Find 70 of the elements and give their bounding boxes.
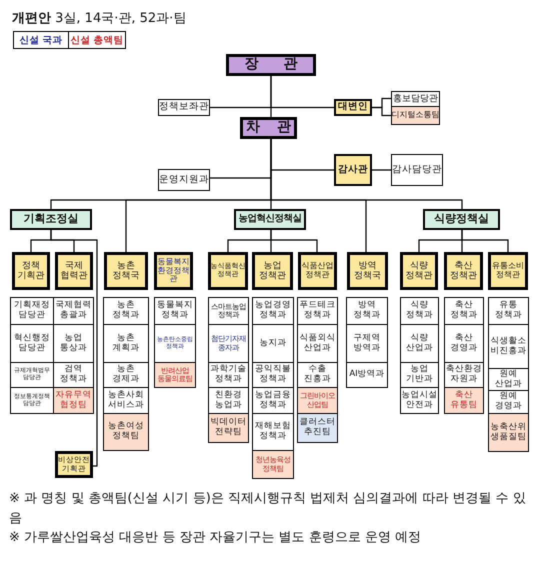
office-box: 식량정책실: [423, 209, 500, 230]
division-cell: 식량산업과: [400, 324, 439, 363]
division-cell: 농업시설안전과: [400, 387, 439, 414]
staff-box: 정책보좌관: [158, 99, 210, 116]
bureau-box: 방역정책국: [347, 252, 388, 290]
connector-line: [372, 169, 391, 171]
connector-line: [50, 230, 98, 467]
executive-box: 장 관: [226, 54, 316, 76]
bureau-box: 농업정책관: [252, 252, 293, 290]
team-cell: 클러스터추진팀: [297, 413, 338, 443]
staff-box: 홍보담당관: [391, 91, 440, 107]
division-cell: AI방역과: [346, 362, 388, 388]
staff-box: 감사담당관: [391, 154, 443, 186]
division-cell: 농촌계획과: [103, 324, 149, 363]
staff-box: 감사관: [334, 154, 372, 186]
division-cell: 식생활소비진흥과: [488, 324, 529, 369]
connector-line: [372, 106, 391, 116]
division-cell: 농업경영정책과: [252, 297, 294, 325]
bureau-box: 농촌정책국: [104, 252, 148, 290]
division-cell: 국제협력총괄과: [53, 297, 94, 325]
team-cell: 빅데이터전략팀: [208, 413, 249, 443]
legend-entry: 신설 국과: [13, 31, 69, 49]
division-cell: 식품외식산업과: [297, 324, 338, 363]
division-cell: 농촌정책과: [103, 297, 149, 325]
office-box: 기획조정실: [10, 209, 92, 230]
division-cell: 공익직불정책과: [252, 362, 294, 388]
connector-line: [270, 139, 463, 209]
division-cell: 농촌사회서비스과: [103, 387, 149, 414]
footnote: ※ 과 명칭 및 총액팀(신설 시기 등)은 직제시행규칙 법제처 심의결과에 따라 변경될 수 있음: [9, 490, 527, 528]
title: 개편안 3실, 14국·관, 52과·팀: [12, 10, 186, 27]
staff-box: 대변인: [334, 99, 372, 116]
bureau-box: 식품산업정책관: [298, 252, 337, 290]
bureau-box: 축산정책관: [444, 252, 483, 290]
connector-line: [270, 76, 334, 108]
bureau-box: 동물복지환경정책관: [154, 252, 193, 290]
office-box: 농업혁신정책실: [234, 209, 306, 230]
team-cell: 농축산위생품질팀: [488, 413, 529, 452]
division-cell: 구제역방역과: [346, 324, 388, 363]
division-cell: 축산환경자원과: [444, 362, 484, 388]
bureau-box: 유통소비정책관: [488, 252, 528, 290]
division-cell: 유통정책과: [488, 297, 529, 325]
bureau-box: 국제협력관: [55, 252, 93, 290]
division-cell: 푸드테크정책과: [297, 297, 338, 325]
division-cell: 농지과: [252, 324, 294, 363]
division-cell: 농업기반과: [400, 362, 439, 388]
division-cell: 과학기술정책과: [208, 362, 249, 388]
division-cell: 농촌경제과: [103, 362, 149, 388]
footnote: ※ 가루쌀산업육성 대응반 등 장관 자율기구는 별도 훈령으로 운영 예정: [9, 529, 422, 547]
division-cell: 방역정책과: [346, 297, 388, 325]
bureau-box: 정책기획관: [12, 252, 50, 290]
legend-entry: 신설 총액팀: [68, 31, 126, 49]
division-cell: 친환경농업과: [208, 387, 249, 414]
bureau-box: 식량정책관: [400, 252, 438, 290]
division-cell: 축산정책과: [444, 297, 484, 325]
division-cell: 농업금융정책과: [252, 387, 294, 414]
division-cell: 기획재정담당관: [10, 297, 54, 325]
team-cell: 자유무역협정팀: [53, 387, 94, 414]
division-cell: 축산경영과: [444, 324, 484, 363]
division-cell: 수출진흥과: [297, 362, 338, 388]
division-cell: 재해보험정책과: [252, 413, 294, 451]
division-cell: 동물복지정책과: [154, 297, 196, 325]
team-cell: 축산유통팀: [444, 387, 484, 414]
connector-line: [270, 230, 318, 252]
division-cell: 원예경영과: [488, 390, 529, 414]
connector-line: [461, 230, 509, 252]
division-cell: 원예산업과: [488, 368, 529, 391]
executive-box: 차 관: [240, 117, 297, 139]
staff-box: 운영지원과: [158, 169, 210, 191]
division-cell: 식량정책과: [400, 297, 439, 325]
team-cell: 농촌여성정책팀: [103, 413, 149, 451]
